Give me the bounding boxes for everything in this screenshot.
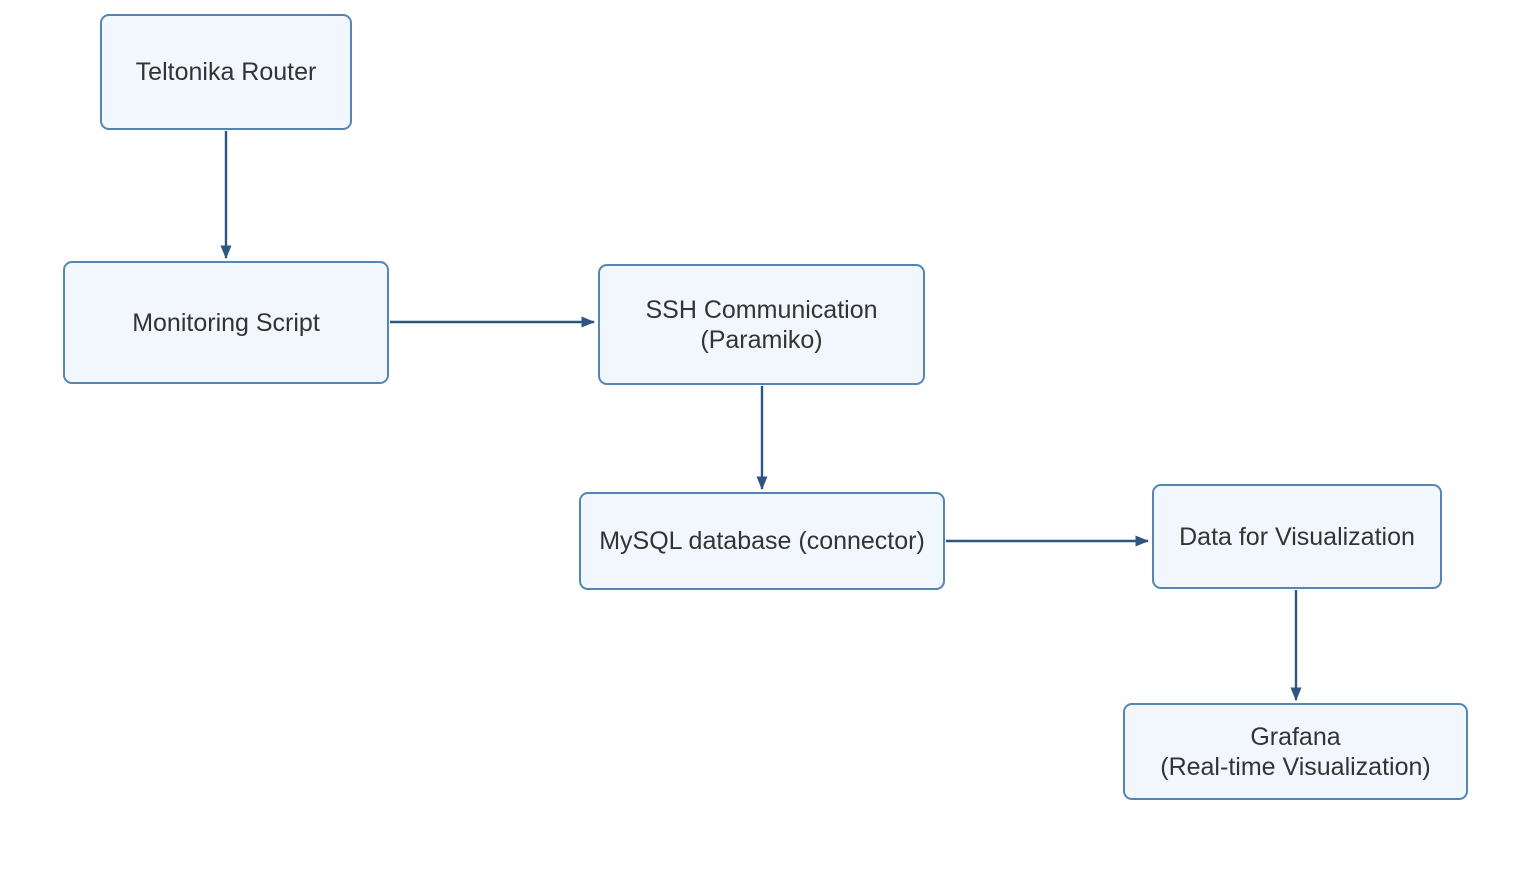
node-monitoring-script: Monitoring Script [63, 261, 389, 384]
node-grafana: Grafana (Real-time Visualization) [1123, 703, 1468, 800]
node-label: Monitoring Script [132, 308, 320, 337]
node-mysql-database: MySQL database (connector) [579, 492, 945, 590]
node-label: Data for Visualization [1179, 522, 1415, 551]
node-ssh-communication: SSH Communication (Paramiko) [598, 264, 925, 385]
node-data-for-visualization: Data for Visualization [1152, 484, 1442, 589]
node-label: SSH Communication (Paramiko) [645, 295, 878, 354]
node-label: Grafana (Real-time Visualization) [1160, 722, 1431, 781]
node-label: MySQL database (connector) [599, 527, 925, 555]
node-label: Teltonika Router [135, 58, 317, 86]
node-teltonika-router: Teltonika Router [100, 14, 352, 130]
